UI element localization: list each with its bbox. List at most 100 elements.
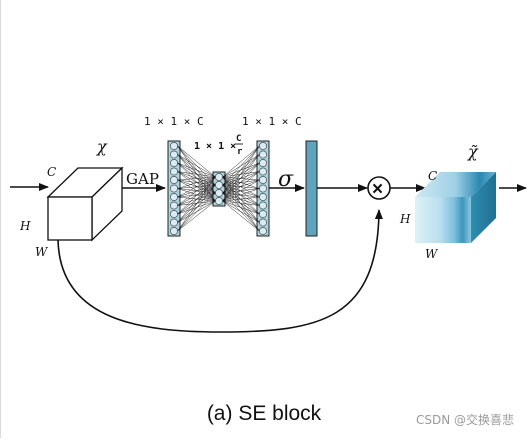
fc-connection-line [222, 192, 260, 215]
fc-first-node [170, 176, 178, 184]
fc-connection-line [177, 176, 216, 223]
fc-first-node [170, 193, 178, 201]
gap-label: GAP [126, 170, 159, 188]
fc-connection-line [222, 200, 260, 206]
fc-connection-line [177, 162, 216, 178]
fc-connection-line [177, 176, 216, 215]
fc-connection-line [177, 188, 216, 194]
fc-connection-line [222, 200, 260, 215]
fc-connection-line [177, 176, 216, 206]
fc-bottleneck-denominator: r [237, 147, 243, 157]
fc-connection-line [177, 176, 216, 181]
input-channel-label: C [47, 165, 56, 179]
fc-connection-line [177, 171, 216, 194]
input-feature-cube [46, 166, 124, 242]
fc-connection-line [222, 200, 260, 232]
fc-connection-line [222, 192, 260, 206]
figure-caption: (a) SE block [206, 402, 322, 425]
fc-connection-line [222, 184, 260, 198]
fc-connection-line [222, 184, 260, 189]
fc-connection-line [177, 171, 216, 178]
output-channel-label: C [428, 169, 437, 183]
output-feature-cube [415, 172, 496, 243]
fc-first-label: 1 × 1 × C [144, 115, 204, 128]
fc-layer-first-nodes [170, 142, 178, 235]
fc-second-node [259, 193, 267, 201]
fc-second-node [259, 218, 267, 227]
fc-connection-line [177, 192, 216, 232]
fc-connection-line [222, 176, 260, 181]
fc-connection-line [177, 154, 216, 178]
fc-connection-line [222, 145, 260, 178]
fc-second-node [259, 201, 267, 210]
fc-second-node [259, 227, 267, 235]
fc-connection-line [177, 179, 216, 194]
fc-first-node [170, 201, 178, 210]
fc-second-node [259, 142, 267, 150]
input-symbol: χ [96, 137, 108, 156]
fc-connection-line [222, 154, 260, 202]
fc-first-node [170, 210, 178, 218]
fc-second-node [259, 159, 267, 167]
fc-bottleneck-numerator: C [236, 134, 241, 144]
fc-connection-line [222, 176, 260, 198]
fc-connection-line [222, 192, 260, 198]
fc-first-node [170, 184, 178, 193]
fc-second-node [259, 167, 267, 176]
fc-connection-line [222, 200, 260, 223]
fc-connection-line [222, 145, 260, 194]
fc-connection-line [222, 184, 260, 206]
skip-connection [57, 209, 383, 333]
fc-connection-line [177, 179, 216, 186]
fc-connection-line [222, 196, 260, 202]
fc-second-label: 1 × 1 × C [242, 115, 302, 128]
fc-second-node [259, 176, 267, 184]
channel-weights-bar [305, 140, 318, 237]
input-height-label: H [19, 219, 31, 233]
fc-connection-line [177, 176, 216, 198]
fc-connection-line [177, 176, 216, 232]
fc-connection-line [222, 171, 260, 202]
fc-bottleneck-node [215, 181, 223, 189]
fc-connections [177, 145, 260, 232]
multiply-symbol: × [372, 179, 383, 200]
fc-second-node [259, 184, 267, 193]
fc-connection-line [177, 176, 216, 189]
fc-second-node [259, 210, 267, 218]
left-border-line [0, 0, 1, 438]
fc-connection-line [222, 162, 260, 202]
fc-first-node [170, 150, 178, 159]
fc-first-node [170, 159, 178, 167]
fc-connection-line [222, 192, 260, 223]
fc-first-node [170, 167, 178, 176]
fc-connection-line [177, 154, 216, 186]
fc-connection-line [177, 179, 216, 202]
fc-connection-line [177, 162, 216, 186]
fc-bottleneck-label: 1 × 1 × [194, 141, 236, 152]
fc-connection-line [177, 196, 216, 202]
fc-connection-line [222, 145, 260, 186]
fc-second-node [259, 150, 267, 159]
fc-connection-line [177, 184, 216, 232]
fc-connection-line [177, 171, 216, 202]
fc-first-node [170, 142, 178, 150]
fc-connection-line [222, 176, 260, 206]
fc-connection-line [177, 200, 216, 232]
sigma-label: σ [278, 167, 294, 192]
fc-connection-line [177, 171, 216, 186]
fc-connection-line [222, 184, 260, 215]
input-width-label: W [35, 245, 49, 259]
fc-bottleneck-node [215, 173, 223, 181]
fc-connection-line [177, 162, 216, 194]
fc-connection-line [177, 188, 216, 202]
fc-connection-line [222, 188, 260, 202]
fc-layer-second-nodes [259, 142, 267, 235]
fc-connection-line [222, 145, 260, 202]
fc-layer-bottleneck [212, 171, 226, 207]
fc-connection-line [177, 145, 216, 178]
fc-first-node [170, 227, 178, 235]
fc-bottleneck-node [215, 197, 223, 205]
fc-first-node [170, 218, 178, 227]
fc-bottleneck-node [215, 189, 223, 197]
